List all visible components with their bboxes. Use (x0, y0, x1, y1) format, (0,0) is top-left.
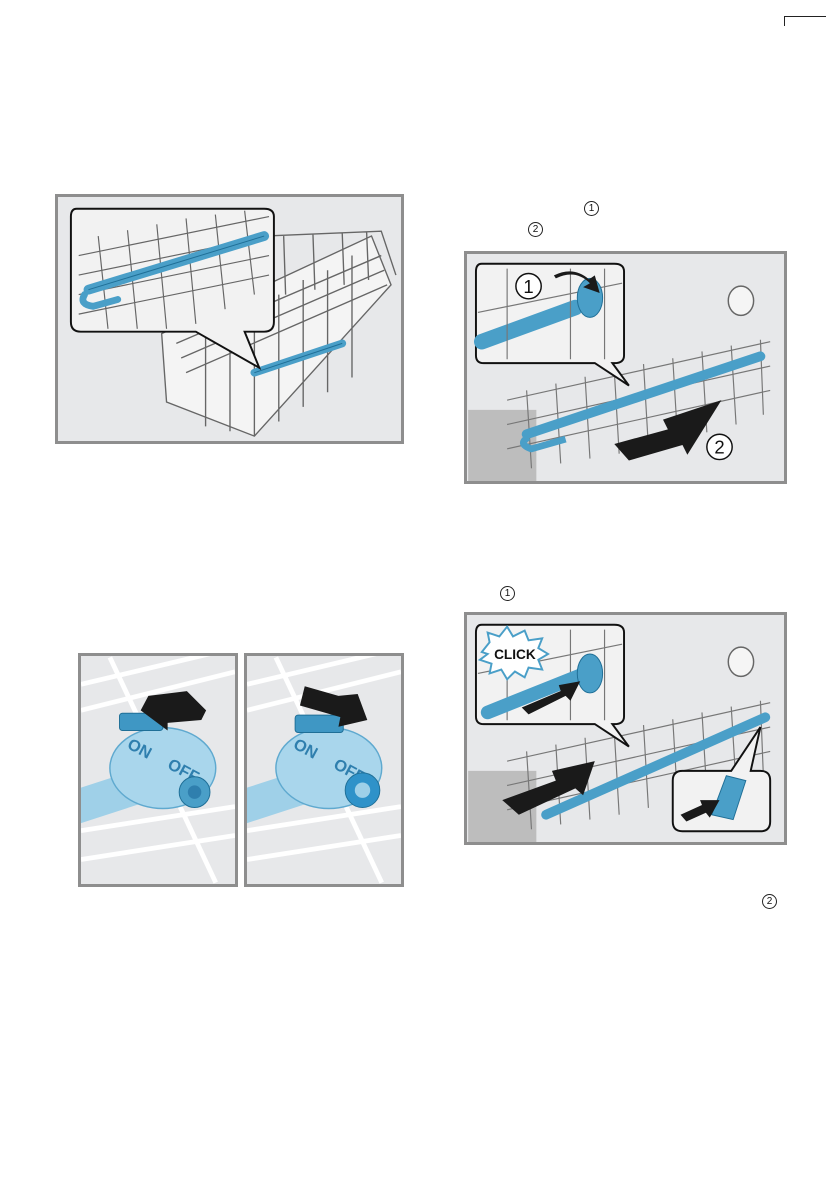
step-marker-1: 1 (584, 201, 599, 216)
rack-overview-illustration (58, 197, 401, 441)
click-label: CLICK (494, 647, 536, 662)
page-corner-mark (784, 16, 826, 17)
figure-switch-on: ON OFF (78, 653, 238, 887)
step-marker-2: 2 (528, 222, 543, 237)
callout-2-label: 2 (714, 437, 724, 458)
figure-remove-bar: 2 1 (464, 251, 787, 484)
click-bar-illustration: CLICK (467, 615, 784, 842)
switch-on-illustration: ON OFF (81, 656, 235, 884)
step-marker-1-second: 1 (500, 586, 515, 601)
remove-bar-illustration: 2 1 (467, 254, 784, 481)
switch-off-illustration: ON OFF (247, 656, 401, 884)
callout-1-label: 1 (523, 276, 533, 297)
figure-rack-overview (55, 194, 404, 444)
step-marker-2-second: 2 (762, 894, 777, 909)
figure-click-bar: CLICK (464, 612, 787, 845)
page-corner-mark-vertical (784, 16, 785, 26)
figure-switch-off: ON OFF (244, 653, 404, 887)
